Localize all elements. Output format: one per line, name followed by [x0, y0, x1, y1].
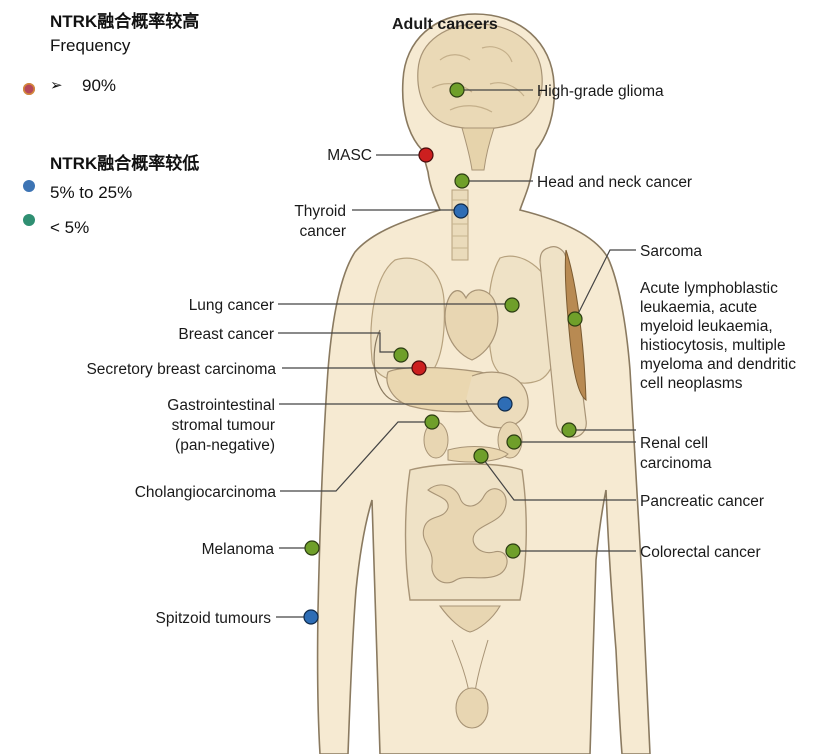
marker-pancreatic	[474, 449, 488, 463]
legend-high-heading: NTRK融合概率较高	[50, 7, 199, 32]
legend-mid-value: 5% to 25%	[50, 183, 132, 203]
label-cholangio: Cholangiocarcinoma	[135, 484, 277, 501]
label-gist-line2: stromal tumour	[172, 417, 275, 434]
marker-cholangio	[425, 415, 439, 429]
marker-masc	[419, 148, 433, 162]
label-breast: Breast cancer	[178, 326, 274, 343]
brain-shape	[418, 24, 542, 129]
legend-low-heading: NTRK融合概率较低	[50, 149, 199, 174]
diagram-title: Adult cancers	[392, 16, 498, 33]
marker-lung	[505, 298, 519, 312]
legend-low-dot	[23, 214, 35, 226]
marker-spitzoid	[304, 610, 318, 624]
marker-thyroid	[454, 204, 468, 218]
legend-low-value: < 5%	[50, 218, 89, 238]
legend-high-value: 90%	[82, 76, 116, 96]
marker-renal	[507, 435, 521, 449]
legend-high-dot	[23, 83, 35, 95]
label-thyroid-line2: cancer	[299, 223, 346, 240]
left-lung-shape	[371, 258, 444, 382]
label-leukaemia-line2: leukaemia, acute	[640, 299, 757, 316]
label-head-neck: Head and neck cancer	[537, 174, 692, 191]
marker-leukaemia	[562, 423, 576, 437]
label-renal-line2: carcinoma	[640, 455, 712, 472]
label-leukaemia-line5: myeloma and dendritic	[640, 356, 796, 373]
label-pancreatic: Pancreatic cancer	[640, 493, 764, 510]
label-masc: MASC	[327, 147, 372, 164]
label-spitzoid: Spitzoid tumours	[156, 610, 272, 627]
marker-melanoma	[305, 541, 319, 555]
label-leukaemia-line1: Acute lymphoblastic	[640, 280, 778, 297]
label-renal-line1: Renal cell	[640, 435, 708, 452]
label-lung: Lung cancer	[189, 297, 274, 314]
label-secretory-breast: Secretory breast carcinoma	[86, 361, 276, 378]
marker-sarcoma	[568, 312, 582, 326]
marker-colorectal	[506, 544, 520, 558]
label-colorectal: Colorectal cancer	[640, 544, 761, 561]
label-leukaemia-line6: cell neoplasms	[640, 375, 743, 392]
label-glioma: High-grade glioma	[537, 83, 664, 100]
legend-frequency-label: Frequency	[50, 36, 130, 56]
legend-high-bullet: ➢	[50, 76, 63, 94]
label-thyroid-line1: Thyroid	[294, 203, 346, 220]
marker-secretory-breast	[412, 361, 426, 375]
label-leukaemia-line4: histiocytosis, multiple	[640, 337, 786, 354]
label-gist-line1: Gastrointestinal	[167, 397, 275, 414]
marker-gist	[498, 397, 512, 411]
marker-head-neck	[455, 174, 469, 188]
legend-mid-dot	[23, 180, 35, 192]
label-gist-line3: (pan-negative)	[175, 437, 275, 454]
marker-glioma	[450, 83, 464, 97]
marker-breast	[394, 348, 408, 362]
label-melanoma: Melanoma	[202, 541, 275, 558]
label-sarcoma: Sarcoma	[640, 243, 702, 260]
label-leukaemia-line3: myeloid leukaemia,	[640, 318, 773, 335]
